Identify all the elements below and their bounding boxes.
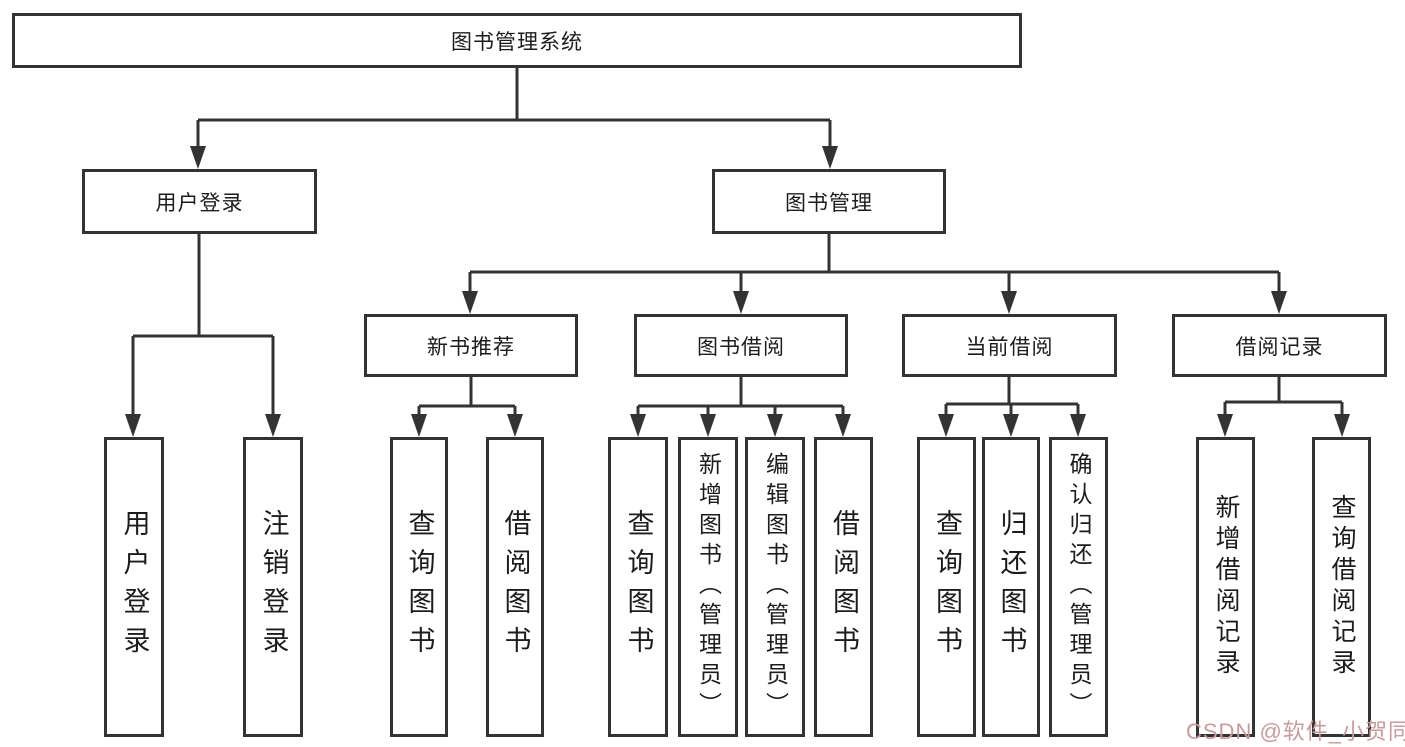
leaf-query-books-2: 查询图书: [608, 437, 668, 737]
leaf-query-books-3: 查询图书: [917, 437, 976, 737]
leaf-query-borrow-record: 查询借阅记录: [1312, 437, 1371, 737]
watermark: CSDN @软件_小贺同学: [1186, 719, 1405, 744]
node-root: 图书管理系统: [12, 13, 1022, 68]
leaf-confirm-return-admin: 确认归还（管理员）: [1049, 437, 1108, 737]
leaf-user-login: 用户登录: [104, 437, 164, 737]
leaf-logout: 注销登录: [243, 437, 303, 737]
leaf-borrow-books-2: 借阅图书: [814, 437, 873, 737]
node-book-management: 图书管理: [712, 169, 946, 234]
leaf-query-books-1: 查询图书: [390, 437, 448, 737]
leaf-return-books: 归还图书: [982, 437, 1040, 737]
node-book-borrowing: 图书借阅: [634, 314, 848, 377]
leaf-edit-books-admin: 编辑图书（管理员）: [745, 437, 805, 737]
arrowheads: [125, 146, 1350, 437]
node-user-login: 用户登录: [82, 169, 317, 234]
node-borrow-records: 借阅记录: [1172, 314, 1387, 377]
leaf-add-books-admin: 新增图书（管理员）: [678, 437, 738, 737]
node-current-borrowing: 当前借阅: [902, 314, 1117, 377]
leaf-borrow-books-1: 借阅图书: [486, 437, 544, 737]
leaf-add-borrow-record: 新增借阅记录: [1196, 437, 1255, 737]
node-new-book-recommend: 新书推荐: [364, 314, 578, 377]
